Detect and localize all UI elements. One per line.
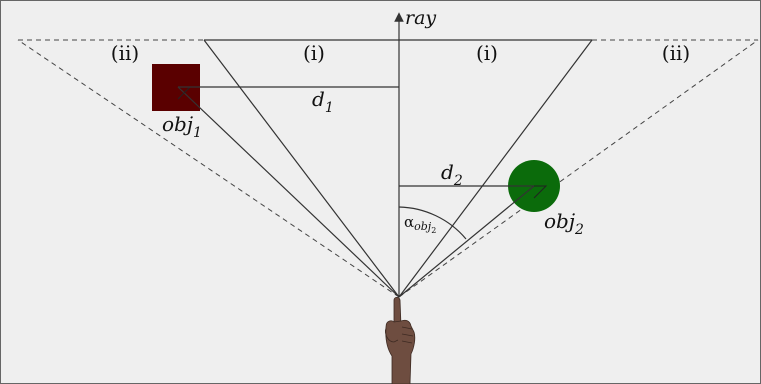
region-label-outer-left: (ii): [111, 41, 139, 65]
d2-label-sub: 2: [453, 173, 463, 189]
obj1-label-base: obj: [162, 112, 193, 136]
d1-label-base: d: [312, 87, 325, 111]
alpha-sub: obj: [414, 220, 432, 233]
obj1-label-sub: 1: [193, 125, 202, 141]
d2-label-base: d: [441, 160, 454, 184]
alpha-subsub: 2: [431, 226, 436, 235]
obj2-label-sub: 2: [574, 222, 584, 238]
ray-label: ray: [405, 7, 436, 29]
region-label-outer-right: (ii): [662, 41, 690, 65]
region-label-inner-left: (i): [303, 41, 325, 65]
alpha-symbol: α: [404, 213, 414, 231]
d1-label-sub: 1: [325, 100, 334, 116]
obj2-label-base: obj: [544, 209, 575, 233]
region-label-inner-right: (i): [476, 41, 498, 65]
